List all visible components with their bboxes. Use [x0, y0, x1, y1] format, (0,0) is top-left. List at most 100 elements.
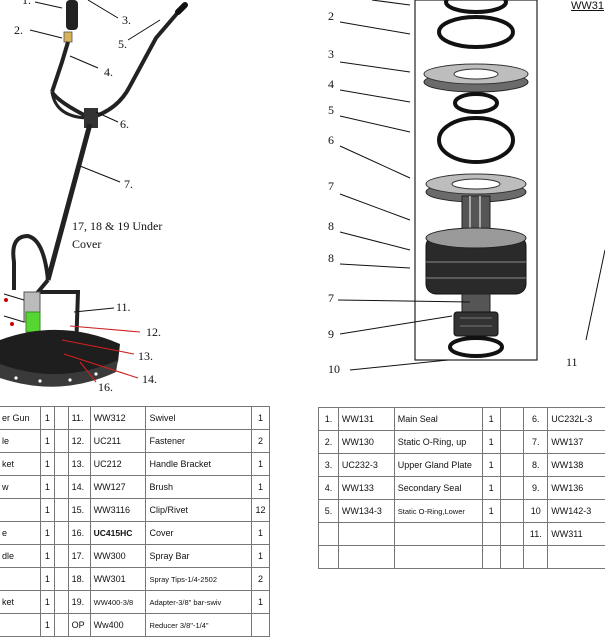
- left-partial-qty: 1: [40, 407, 54, 430]
- quantity: 1: [251, 453, 269, 476]
- item-number-2: 6.: [524, 408, 548, 431]
- item-number-2: 11.: [524, 523, 548, 546]
- table-row: [319, 546, 605, 569]
- quantity: [251, 614, 269, 637]
- callout-r8a: 8: [328, 219, 334, 233]
- quantity: 1: [482, 477, 500, 500]
- left-partial-qty: 1: [40, 499, 54, 522]
- callout-r7: 7: [328, 179, 334, 193]
- secondary-seal: [455, 94, 497, 112]
- description: Cover: [146, 522, 252, 545]
- callout-r3: 3: [328, 47, 334, 61]
- quantity: 1: [251, 522, 269, 545]
- description: Adapter-3/8" bar-swiv: [146, 591, 252, 614]
- description: Brush: [146, 476, 252, 499]
- part-number: WW127: [90, 476, 146, 499]
- callout-16: 16.: [98, 380, 113, 394]
- left-partial-desc: [0, 614, 40, 637]
- part-number-2: WW136: [548, 477, 605, 500]
- callout-7: 7.: [124, 177, 133, 191]
- part-number: WW400-3/8: [90, 591, 146, 614]
- callout-1: 1.: [22, 0, 31, 7]
- item-number: 1.: [319, 408, 339, 431]
- part-number-2: UC232L-3: [548, 408, 605, 431]
- item-number: 5.: [319, 500, 339, 523]
- item-number: 16.: [68, 522, 90, 545]
- description: Main Seal: [394, 408, 482, 431]
- table-row: le 1 12. UC211 Fastener 2: [0, 430, 270, 453]
- description: Swivel: [146, 407, 252, 430]
- seal-assembly-drawing: [415, 0, 537, 360]
- item-number: 18.: [68, 568, 90, 591]
- green-fitting: [26, 312, 40, 332]
- quantity: 1: [251, 476, 269, 499]
- item-number: 3.: [319, 454, 339, 477]
- description: Static O-Ring,Lower: [394, 500, 482, 523]
- quantity: 2: [251, 568, 269, 591]
- item-number: 19.: [68, 591, 90, 614]
- main-shaft: [48, 124, 90, 280]
- part-number: UC232-3: [338, 454, 394, 477]
- quantity: 1: [482, 408, 500, 431]
- part-number: WW312: [90, 407, 146, 430]
- callout-r10: 10: [328, 362, 340, 376]
- callout-r11: 11: [566, 355, 578, 369]
- callout-12: 12.: [146, 325, 161, 339]
- part-number: WW134-3: [338, 500, 394, 523]
- right-parts-table: 1. WW131 Main Seal 1 6. UC232L-3 2. WW13…: [318, 407, 605, 569]
- callout-14: 14.: [142, 372, 157, 386]
- table-row: er Gun 1 11. WW312 Swivel 1: [0, 407, 270, 430]
- quantity: 1: [482, 454, 500, 477]
- trigger-gun: [66, 0, 78, 30]
- item-number-2: 10: [524, 500, 548, 523]
- description: Fastener: [146, 430, 252, 453]
- table-row: 4. WW133 Secondary Seal 1 9. WW136: [319, 477, 605, 500]
- item-number-2: 9.: [524, 477, 548, 500]
- left-partial-desc: le: [0, 430, 40, 453]
- table-row: 1 OP Ww400 Reducer 3/8"-1/4": [0, 614, 270, 637]
- table-row: ket 1 13. UC212 Handle Bracket 1: [0, 453, 270, 476]
- callout-r9: 9: [328, 327, 334, 341]
- description: Upper Gland Plate: [394, 454, 482, 477]
- left-partial-qty: 1: [40, 522, 54, 545]
- static-o-ring-up: [439, 17, 513, 47]
- part-number: [338, 523, 394, 546]
- part-number: WW3116: [90, 499, 146, 522]
- item-number: 15.: [68, 499, 90, 522]
- left-partial-qty: 1: [40, 476, 54, 499]
- right-part-reference: WW31: [571, 0, 604, 12]
- left-partial-qty: 1: [40, 568, 54, 591]
- description: Reducer 3/8"-1/4": [146, 614, 252, 637]
- callout-6: 6.: [120, 117, 129, 131]
- item-number: 17.: [68, 545, 90, 568]
- quantity: 1: [251, 591, 269, 614]
- item-number: OP: [68, 614, 90, 637]
- description: Spray Bar: [146, 545, 252, 568]
- part-number-2: [548, 546, 605, 569]
- table-row: 1 15. WW3116 Clip/Rivet 12: [0, 499, 270, 522]
- description: Handle Bracket: [146, 453, 252, 476]
- lance: [52, 42, 68, 92]
- item-number: [319, 546, 339, 569]
- part-number: WW131: [338, 408, 394, 431]
- item-number-2: 7.: [524, 431, 548, 454]
- left-partial-desc: ket: [0, 591, 40, 614]
- part-number: UC415HC: [90, 522, 146, 545]
- table-row: 1 18. WW301 Spray Tips-1/4-2502 2: [0, 568, 270, 591]
- part-number: WW133: [338, 477, 394, 500]
- callout-5: 5.: [118, 37, 127, 51]
- description: Clip/Rivet: [146, 499, 252, 522]
- quantity: 12: [251, 499, 269, 522]
- quantity: [482, 546, 500, 569]
- left-partial-desc: [0, 499, 40, 522]
- part-number: WW130: [338, 431, 394, 454]
- callout-11: 11.: [116, 300, 131, 314]
- under-cover-note-line2: Cover: [72, 237, 101, 251]
- left-partial-desc: dle: [0, 545, 40, 568]
- quantity: 1: [251, 407, 269, 430]
- quantity: 2: [251, 430, 269, 453]
- part-number-2: WW142-3: [548, 500, 605, 523]
- left-partial-desc: er Gun: [0, 407, 40, 430]
- part-number-2: WW311: [548, 523, 605, 546]
- table-row: 3. UC232-3 Upper Gland Plate 1 8. WW138: [319, 454, 605, 477]
